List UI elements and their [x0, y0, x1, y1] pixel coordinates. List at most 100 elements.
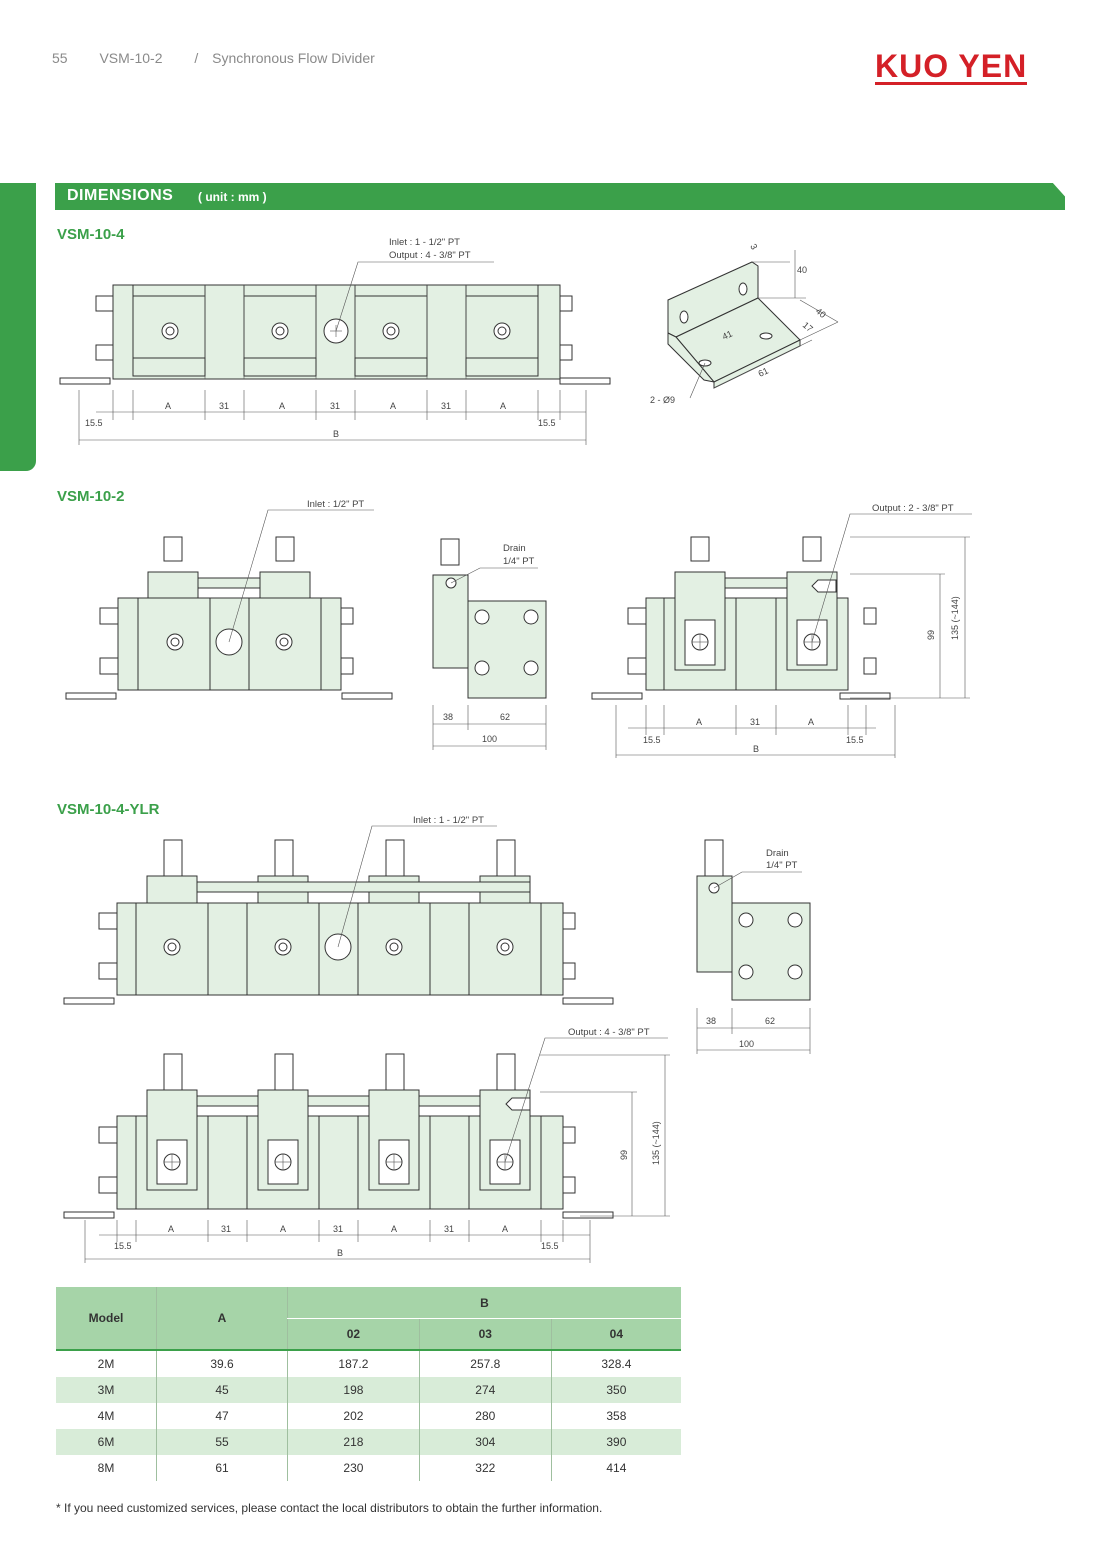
dim-135: 135 (~144) [651, 1121, 661, 1165]
dim-15-5: 15.5 [538, 418, 556, 428]
cell-b04: 350 [550, 1377, 681, 1403]
dim-a: A [280, 1224, 286, 1234]
vsm-10-4-inlet-label: Inlet : 1 - 1/2" PT [389, 237, 460, 248]
cell-model: 6M [56, 1429, 157, 1455]
table-header-b-04: 04 [550, 1318, 681, 1351]
vsm-10-4-drawing: Inlet : 1 - 1/2" PT Output : 4 - 3/8" PT… [59, 237, 611, 445]
dim-31: 31 [333, 1224, 343, 1234]
vsm-10-4-ylr-side-drawing: Drain 1/4" PT 38 62 100 [696, 839, 811, 1054]
dim-b: B [753, 744, 759, 754]
cell-b04: 390 [550, 1429, 681, 1455]
header-title: Synchronous Flow Divider [212, 50, 375, 66]
vsm-10-4-ylr-inlet-label: Inlet : 1 - 1/2" PT [413, 815, 484, 826]
dim-a: A [168, 1224, 174, 1234]
cell-a: 39.6 [156, 1350, 288, 1377]
dim-a: A [390, 401, 396, 411]
section-band [55, 183, 1065, 210]
dim-31: 31 [750, 717, 760, 727]
cell-b02: 230 [287, 1455, 420, 1481]
vsm-10-2-rear-drawing: Output : 2 - 3/8" PT 99 135 (~144) A 31 … [591, 503, 972, 758]
footnote: * If you need customized services, pleas… [56, 1501, 603, 1515]
dim-15-5: 15.5 [846, 735, 864, 745]
dim-15-5: 15.5 [643, 735, 661, 745]
cell-b03: 304 [418, 1429, 552, 1455]
dim-a: A [165, 401, 171, 411]
cell-b02: 187.2 [287, 1350, 420, 1377]
dim-15-5: 15.5 [85, 418, 103, 428]
bracket-drawing: 40 40 3 41 17 61 2 - Ø9 [650, 242, 839, 405]
side-tab [0, 183, 36, 471]
section-title: DIMENSIONS [67, 187, 174, 204]
dim-a: A [391, 1224, 397, 1234]
table-header-b: B [287, 1287, 681, 1319]
dim-135: 135 (~144) [950, 596, 960, 640]
cell-a: 61 [156, 1455, 288, 1481]
dim-a: A [808, 717, 814, 727]
vsm-10-4-ylr-rear-drawing: Output : 4 - 3/8" PT 99 135 (~144) A 31 … [63, 1027, 670, 1263]
dim-62: 62 [765, 1016, 775, 1026]
bracket-dim-17: 17 [801, 320, 815, 334]
cell-model: 4M [97, 1409, 115, 1423]
bracket-dim-40: 40 [814, 306, 828, 320]
vsm-10-4-title: VSM-10-4 [57, 226, 125, 243]
table-header-a: A [156, 1287, 288, 1351]
cell-b03: 257.8 [418, 1350, 552, 1377]
dim-31: 31 [444, 1224, 454, 1234]
dim-b: B [337, 1248, 343, 1258]
vsm-10-2-title: VSM-10-2 [57, 488, 125, 505]
vsm-10-4-ylr-output-label: Output : 4 - 3/8" PT [568, 1027, 650, 1038]
header-model: VSM-10-2 [99, 50, 163, 66]
cell-b02: 198 [287, 1377, 420, 1403]
cell-b04: 358 [550, 1403, 681, 1429]
dim-62: 62 [500, 712, 510, 722]
table-row: 6M 55 218 304 390 [56, 1429, 681, 1455]
brand-logo: KUO YEN [875, 48, 1028, 85]
bracket-dim-41: 41 [721, 329, 734, 342]
table-header-model: Model [56, 1287, 157, 1351]
header-separator: / [194, 50, 199, 66]
vsm-10-2-side-drawing: Drain 1/4" PT 38 62 100 [432, 538, 547, 750]
cell-a: 45 [156, 1377, 288, 1403]
cell-b03: 274 [418, 1377, 552, 1403]
cell-b04: 414 [550, 1455, 681, 1481]
vsm-10-4-ylr-title: VSM-10-4-YLR [57, 801, 160, 818]
cell-model: 8M [97, 1461, 115, 1475]
cell-b03: 322 [418, 1455, 552, 1481]
dim-31: 31 [441, 401, 451, 411]
bracket-dim-40: 40 [797, 265, 807, 275]
cell-model: 3M [56, 1377, 157, 1403]
cell-b02: 218 [287, 1429, 420, 1455]
dim-31: 31 [330, 401, 340, 411]
vsm-10-2-drain-label: Drain [503, 543, 526, 554]
table-row: 2M 39.6 187.2 257.8 328.4 [56, 1350, 681, 1377]
vsm-10-2-drain-size: 1/4" PT [503, 556, 535, 567]
vsm-10-4-ylr-front-drawing: Inlet : 1 - 1/2" PT [63, 815, 614, 1005]
table-row: 8M 61 230 322 414 [56, 1455, 681, 1481]
dim-b: B [333, 429, 339, 439]
dim-38: 38 [706, 1016, 716, 1026]
cell-b04: 328.4 [550, 1350, 681, 1377]
dim-99: 99 [926, 630, 936, 640]
table-row: 3M 45 198 274 350 [56, 1377, 681, 1403]
dim-38: 38 [443, 712, 453, 722]
vsm-10-2-front-drawing: Inlet : 1/2" PT [65, 499, 393, 700]
vsm-10-4-output-label: Output : 4 - 3/8" PT [389, 250, 471, 261]
cell-b02: 202 [287, 1403, 420, 1429]
cell-a: 47 [156, 1403, 288, 1429]
dim-15-5: 15.5 [114, 1241, 132, 1251]
vsm-10-4-ylr-drain-size: 1/4" PT [766, 860, 798, 871]
dim-a: A [696, 717, 702, 727]
dimension-table: Model A B 02 03 04 2M 39.6 187.2 257.8 3… [56, 1287, 681, 1481]
bracket-dim-3: 3 [748, 242, 759, 251]
page-number: 55 [52, 50, 68, 66]
dim-a: A [279, 401, 285, 411]
dim-15-5: 15.5 [541, 1241, 559, 1251]
table-header-b-03: 03 [418, 1318, 552, 1351]
bracket-dim-61: 61 [757, 366, 770, 379]
page-header: 55 VSM-10-2 / Synchronous Flow Divider [52, 50, 403, 66]
section-unit: ( unit : mm ) [198, 190, 267, 204]
dim-31: 31 [221, 1224, 231, 1234]
vsm-10-4-ylr-drain-label: Drain [766, 848, 789, 859]
cell-a: 55 [156, 1429, 288, 1455]
